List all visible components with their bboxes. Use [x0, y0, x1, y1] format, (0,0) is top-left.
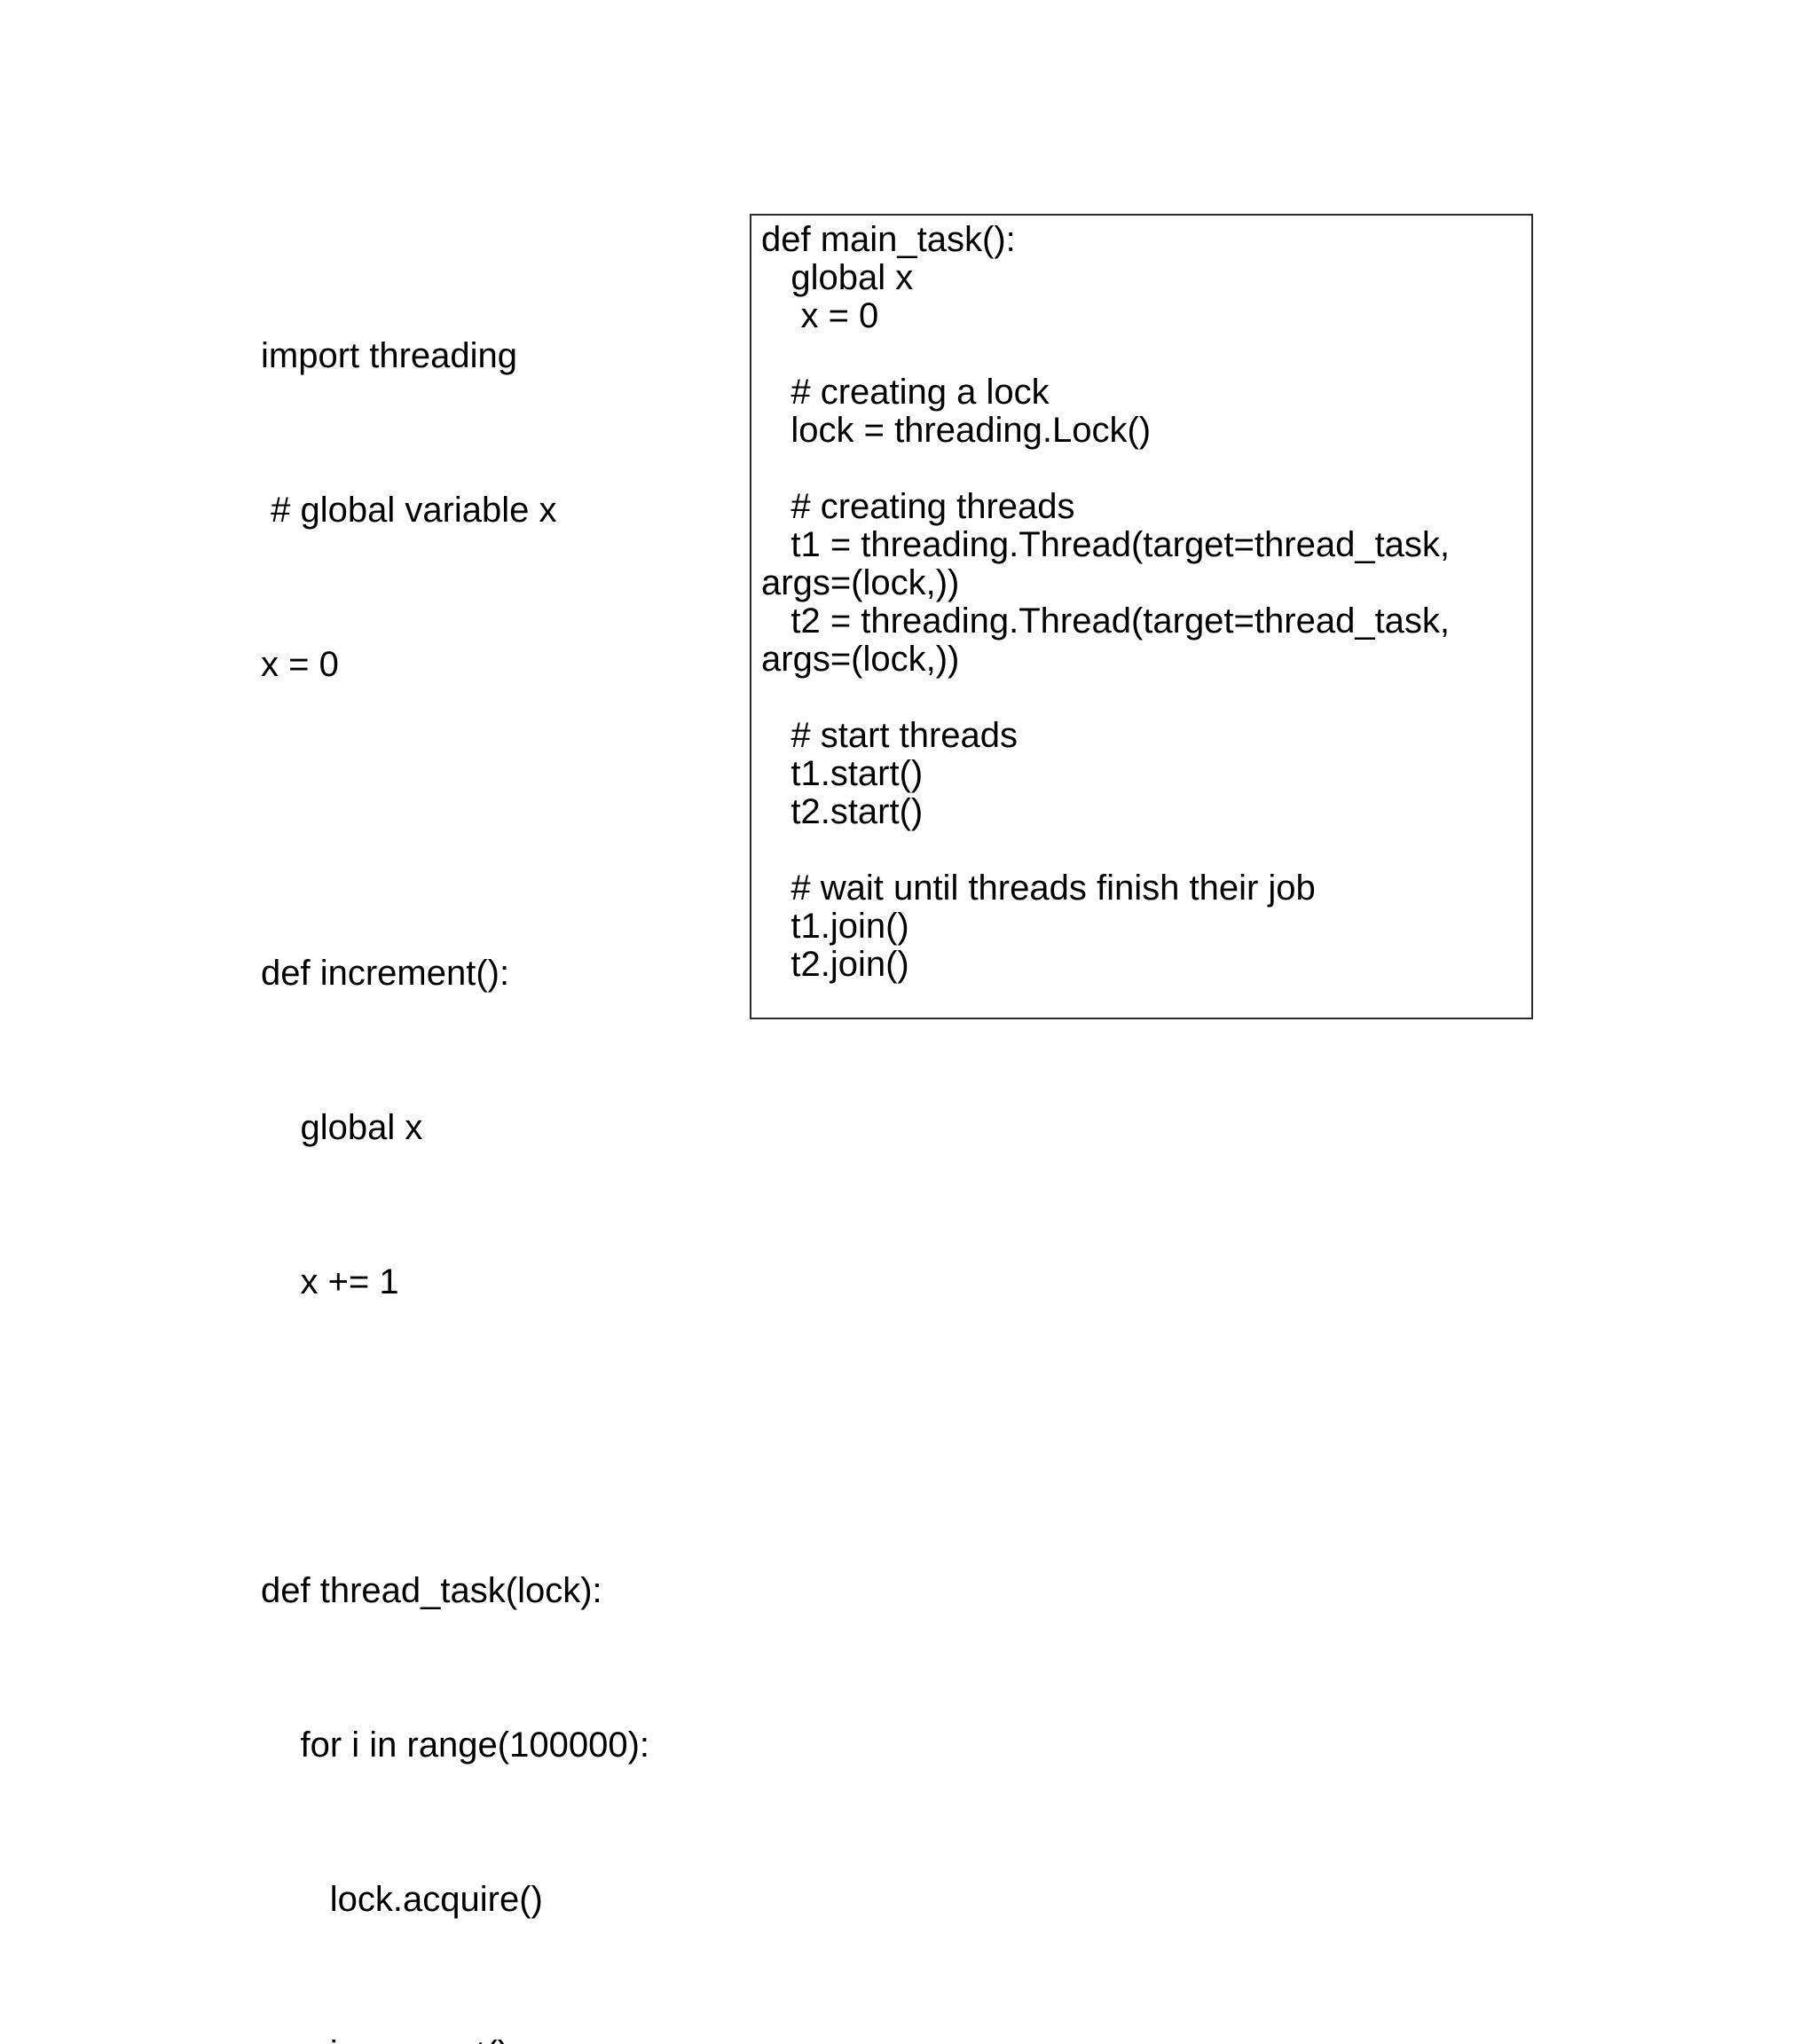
code-line: t2 = threading.Thread(target=thread_task…: [761, 601, 1460, 679]
code-line: # wait until threads finish their job: [761, 869, 1316, 908]
code-line: lock.acquire(): [261, 1880, 543, 1919]
code-line: import threading: [261, 336, 518, 375]
code-line: increment(): [261, 2028, 722, 2044]
code-line: def main_task():: [761, 220, 1016, 259]
code-line: x = 0: [761, 296, 879, 335]
code-line: lock = threading.Lock(): [761, 411, 1152, 450]
main-task-code-box: def main_task(): global x x = 0 # creati…: [750, 214, 1533, 1019]
code-line: # creating threads: [761, 487, 1075, 526]
code-line: global x: [761, 258, 914, 297]
code-line: # creating a lock: [761, 373, 1050, 412]
code-line: t1.start(): [761, 754, 924, 793]
code-line: t2.start(): [761, 792, 924, 831]
code-line: t2.join(): [761, 945, 909, 984]
code-line: global x: [261, 1108, 423, 1147]
code-line: t1 = threading.Thread(target=thread_task…: [761, 525, 1460, 602]
code-line: def thread_task(lock):: [261, 1571, 602, 1610]
code-line: for i in range(100000):: [261, 1726, 650, 1765]
code-line-blank: [261, 1411, 722, 1462]
code-line: # global variable x: [261, 491, 557, 530]
code-line: def increment():: [261, 954, 510, 993]
code-line-blank: [761, 335, 1522, 373]
code-line-blank: [761, 450, 1522, 488]
code-line-blank: [261, 793, 722, 845]
code-line: x += 1: [261, 1262, 399, 1301]
main-task-code-snippet: def main_task(): global x x = 0 # creati…: [761, 221, 1522, 984]
code-line: t1.join(): [761, 907, 909, 946]
code-line-blank: [761, 831, 1522, 869]
code-line: x = 0: [261, 645, 339, 684]
left-code-snippet: import threading # global variable x x =…: [261, 227, 722, 2044]
code-line-blank: [761, 679, 1522, 717]
slide-canvas: import threading # global variable x x =…: [261, 214, 1533, 2044]
code-line: # start threads: [761, 716, 1019, 755]
